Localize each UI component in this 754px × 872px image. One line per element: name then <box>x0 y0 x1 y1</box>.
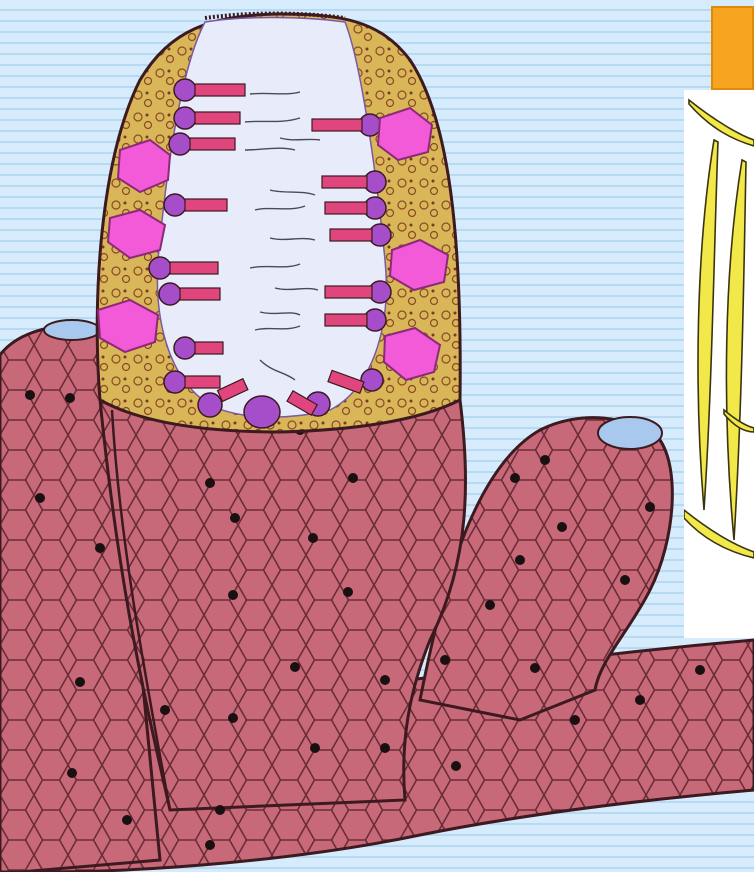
pore <box>380 675 390 685</box>
left-branch-osculum <box>44 320 100 340</box>
pore <box>620 575 630 585</box>
pore <box>95 543 105 553</box>
pore <box>122 815 132 825</box>
pore <box>160 705 170 715</box>
pore <box>310 743 320 753</box>
pore <box>215 805 225 815</box>
pore <box>515 555 525 565</box>
pore <box>205 840 215 850</box>
spicule <box>698 140 718 510</box>
title-box <box>711 6 754 90</box>
pore <box>557 522 567 532</box>
pore <box>570 715 580 725</box>
spicule <box>689 100 754 146</box>
pore <box>67 768 77 778</box>
spicules-drawing <box>684 90 754 638</box>
choanocyte <box>244 396 280 428</box>
pore <box>440 655 450 665</box>
pore <box>228 713 238 723</box>
pore <box>695 665 705 675</box>
pore <box>380 743 390 753</box>
pore <box>205 478 215 488</box>
pore <box>290 662 300 672</box>
pore <box>65 393 75 403</box>
pore <box>25 390 35 400</box>
pore <box>645 502 655 512</box>
pore <box>75 677 85 687</box>
pore <box>228 590 238 600</box>
pore <box>343 587 353 597</box>
pore <box>451 761 461 771</box>
spicule <box>726 160 746 540</box>
pore <box>35 493 45 503</box>
pore <box>485 600 495 610</box>
spicule <box>684 510 754 558</box>
pore <box>348 473 358 483</box>
pore <box>540 455 550 465</box>
pore <box>230 513 240 523</box>
spicules-inset <box>684 90 754 638</box>
pore <box>308 533 318 543</box>
pore <box>530 663 540 673</box>
pore <box>510 473 520 483</box>
right-branch-osculum <box>598 417 662 449</box>
pore <box>635 695 645 705</box>
